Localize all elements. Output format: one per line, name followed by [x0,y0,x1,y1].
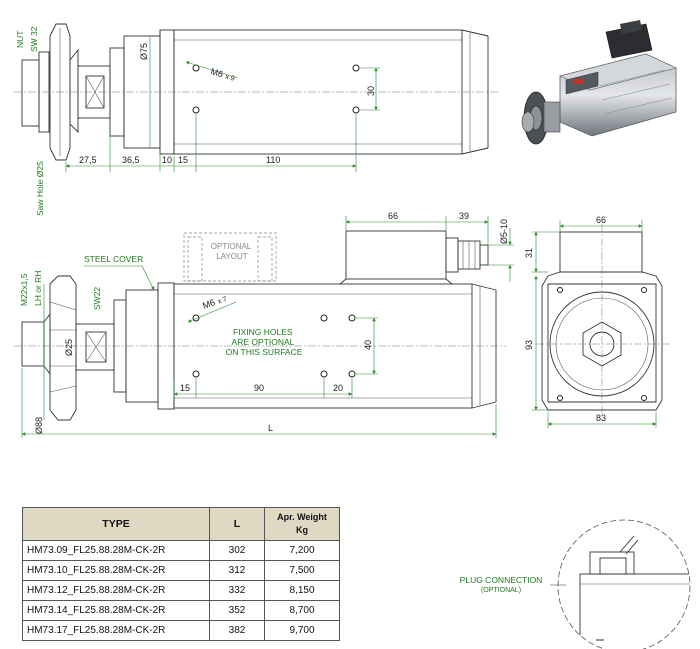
spindle-spec-table: TYPE L Apr. Weight Kg HM73.09_FL25.88.28… [22,507,340,641]
table-row: HM73.14_FL25.88.28M-CK-2R 352 8,700 [22,600,340,621]
dim-27-5: 27,5 [79,155,97,165]
header-weight-unit: Kg [296,525,308,535]
m6-thread: M6 [209,66,224,79]
dim-10: 10 [162,155,172,165]
front-view [14,216,514,438]
dim-40: 40 [363,340,373,350]
row-type: HM73.12_FL25.88.28M-CK-2R [22,580,210,601]
sw32-label: SW 32 [29,26,39,52]
row-length: 332 [209,580,265,601]
dim-110: 110 [266,155,280,165]
optional-layout-line-2: LAYOUT [216,252,248,261]
dim-66-top: 66 [388,211,398,221]
spindle-motor-image [521,20,677,145]
m6-hole-depth: x 7 [217,296,228,306]
header-weight-label: Apr. Weight [277,512,327,522]
fixing-note-line-2: ARE OPTIONAL [232,337,295,347]
row-weight: 7,200 [264,540,340,561]
dim-15: 15 [178,155,188,165]
side-view [532,220,670,428]
gland-diameter-label: Ø5-10 [499,219,509,244]
m6-label: M6x 9 [209,66,236,82]
steel-cover-label: STEEL COVER [84,254,143,264]
row-type: HM73.14_FL25.88.28M-CK-2R [22,600,210,621]
header-length: L [209,507,265,541]
plug-connection-sublabel: (OPTIONAL) [481,587,521,594]
table-row: HM73.10_FL25.88.28M-CK-2R 312 7,500 [22,560,340,581]
dim-15-bottom: 15 [180,383,190,393]
m6-hole-thread: M6 [201,297,216,311]
lh-rh-label: LH or RH [33,271,43,306]
dim-31: 31 [524,248,534,258]
top-view-labels: NUT SW 32 Saw Hole Ø25 Ø75 M6x 9 30 27,5… [15,26,376,216]
fixing-note-line-1: FIXING HOLES [233,327,293,337]
row-length: 352 [209,600,265,621]
optional-layout-line-1: OPTIONAL [211,242,252,251]
diameter-75-label: Ø75 [139,43,149,60]
header-weight: Apr. Weight Kg [264,507,340,541]
sw22-label: SW22 [92,287,102,310]
row-type: HM73.10_FL25.88.28M-CK-2R [22,560,210,581]
table-row: HM73.09_FL25.88.28M-CK-2R 302 7,200 [22,540,340,561]
m6-hole-label: M6x 7 [201,293,228,311]
top-view [14,23,500,172]
saw-hole-label: Saw Hole Ø25 [35,161,45,216]
row-length: 312 [209,560,265,581]
dim-20: 20 [333,383,343,393]
nut-label: NUT [15,31,25,48]
dim-83: 83 [596,413,606,423]
row-length: 302 [209,540,265,561]
side-view-labels: 66 31 93 83 [524,215,606,423]
shaft-25-label: Ø25 [64,339,74,356]
spec-table-header-row: TYPE L Apr. Weight Kg [22,507,340,541]
spacing-30-label: 30 [366,86,376,96]
m6-depth: x 9 [224,73,235,82]
row-type: HM73.17_FL25.88.28M-CK-2R [22,620,210,641]
plug-connection-label: PLUG CONNECTION [460,575,543,585]
fixing-note-line-3: ON THIS SURFACE [226,347,303,357]
row-type: HM73.09_FL25.88.28M-CK-2R [22,540,210,561]
table-row: HM73.17_FL25.88.28M-CK-2R 382 9,700 [22,620,340,641]
row-weight: 7,500 [264,560,340,581]
row-length: 382 [209,620,265,641]
dim-39: 39 [459,211,469,221]
header-type: TYPE [22,507,210,541]
dim-66-side: 66 [596,215,606,225]
row-weight: 8,700 [264,600,340,621]
dim-93: 93 [524,340,534,350]
plug-connection-detail [550,519,691,649]
dim-90: 90 [254,383,264,393]
m22-label: M22x1,5 [19,273,29,306]
dim-L: L [268,423,273,433]
fixing-holes-note: FIXING HOLES ARE OPTIONAL ON THIS SURFAC… [226,327,303,357]
row-weight: 8,150 [264,580,340,601]
table-row: HM73.12_FL25.88.28M-CK-2R 332 8,150 [22,580,340,601]
row-weight: 9,700 [264,620,340,641]
flange-88-label: Ø88 [34,417,44,434]
optional-layout-label: OPTIONAL LAYOUT [211,242,253,261]
front-view-labels: M22x1,5 LH or RH STEEL COVER SW22 Ø25 Ø8… [19,211,509,434]
dim-36-5: 36,5 [122,155,140,165]
